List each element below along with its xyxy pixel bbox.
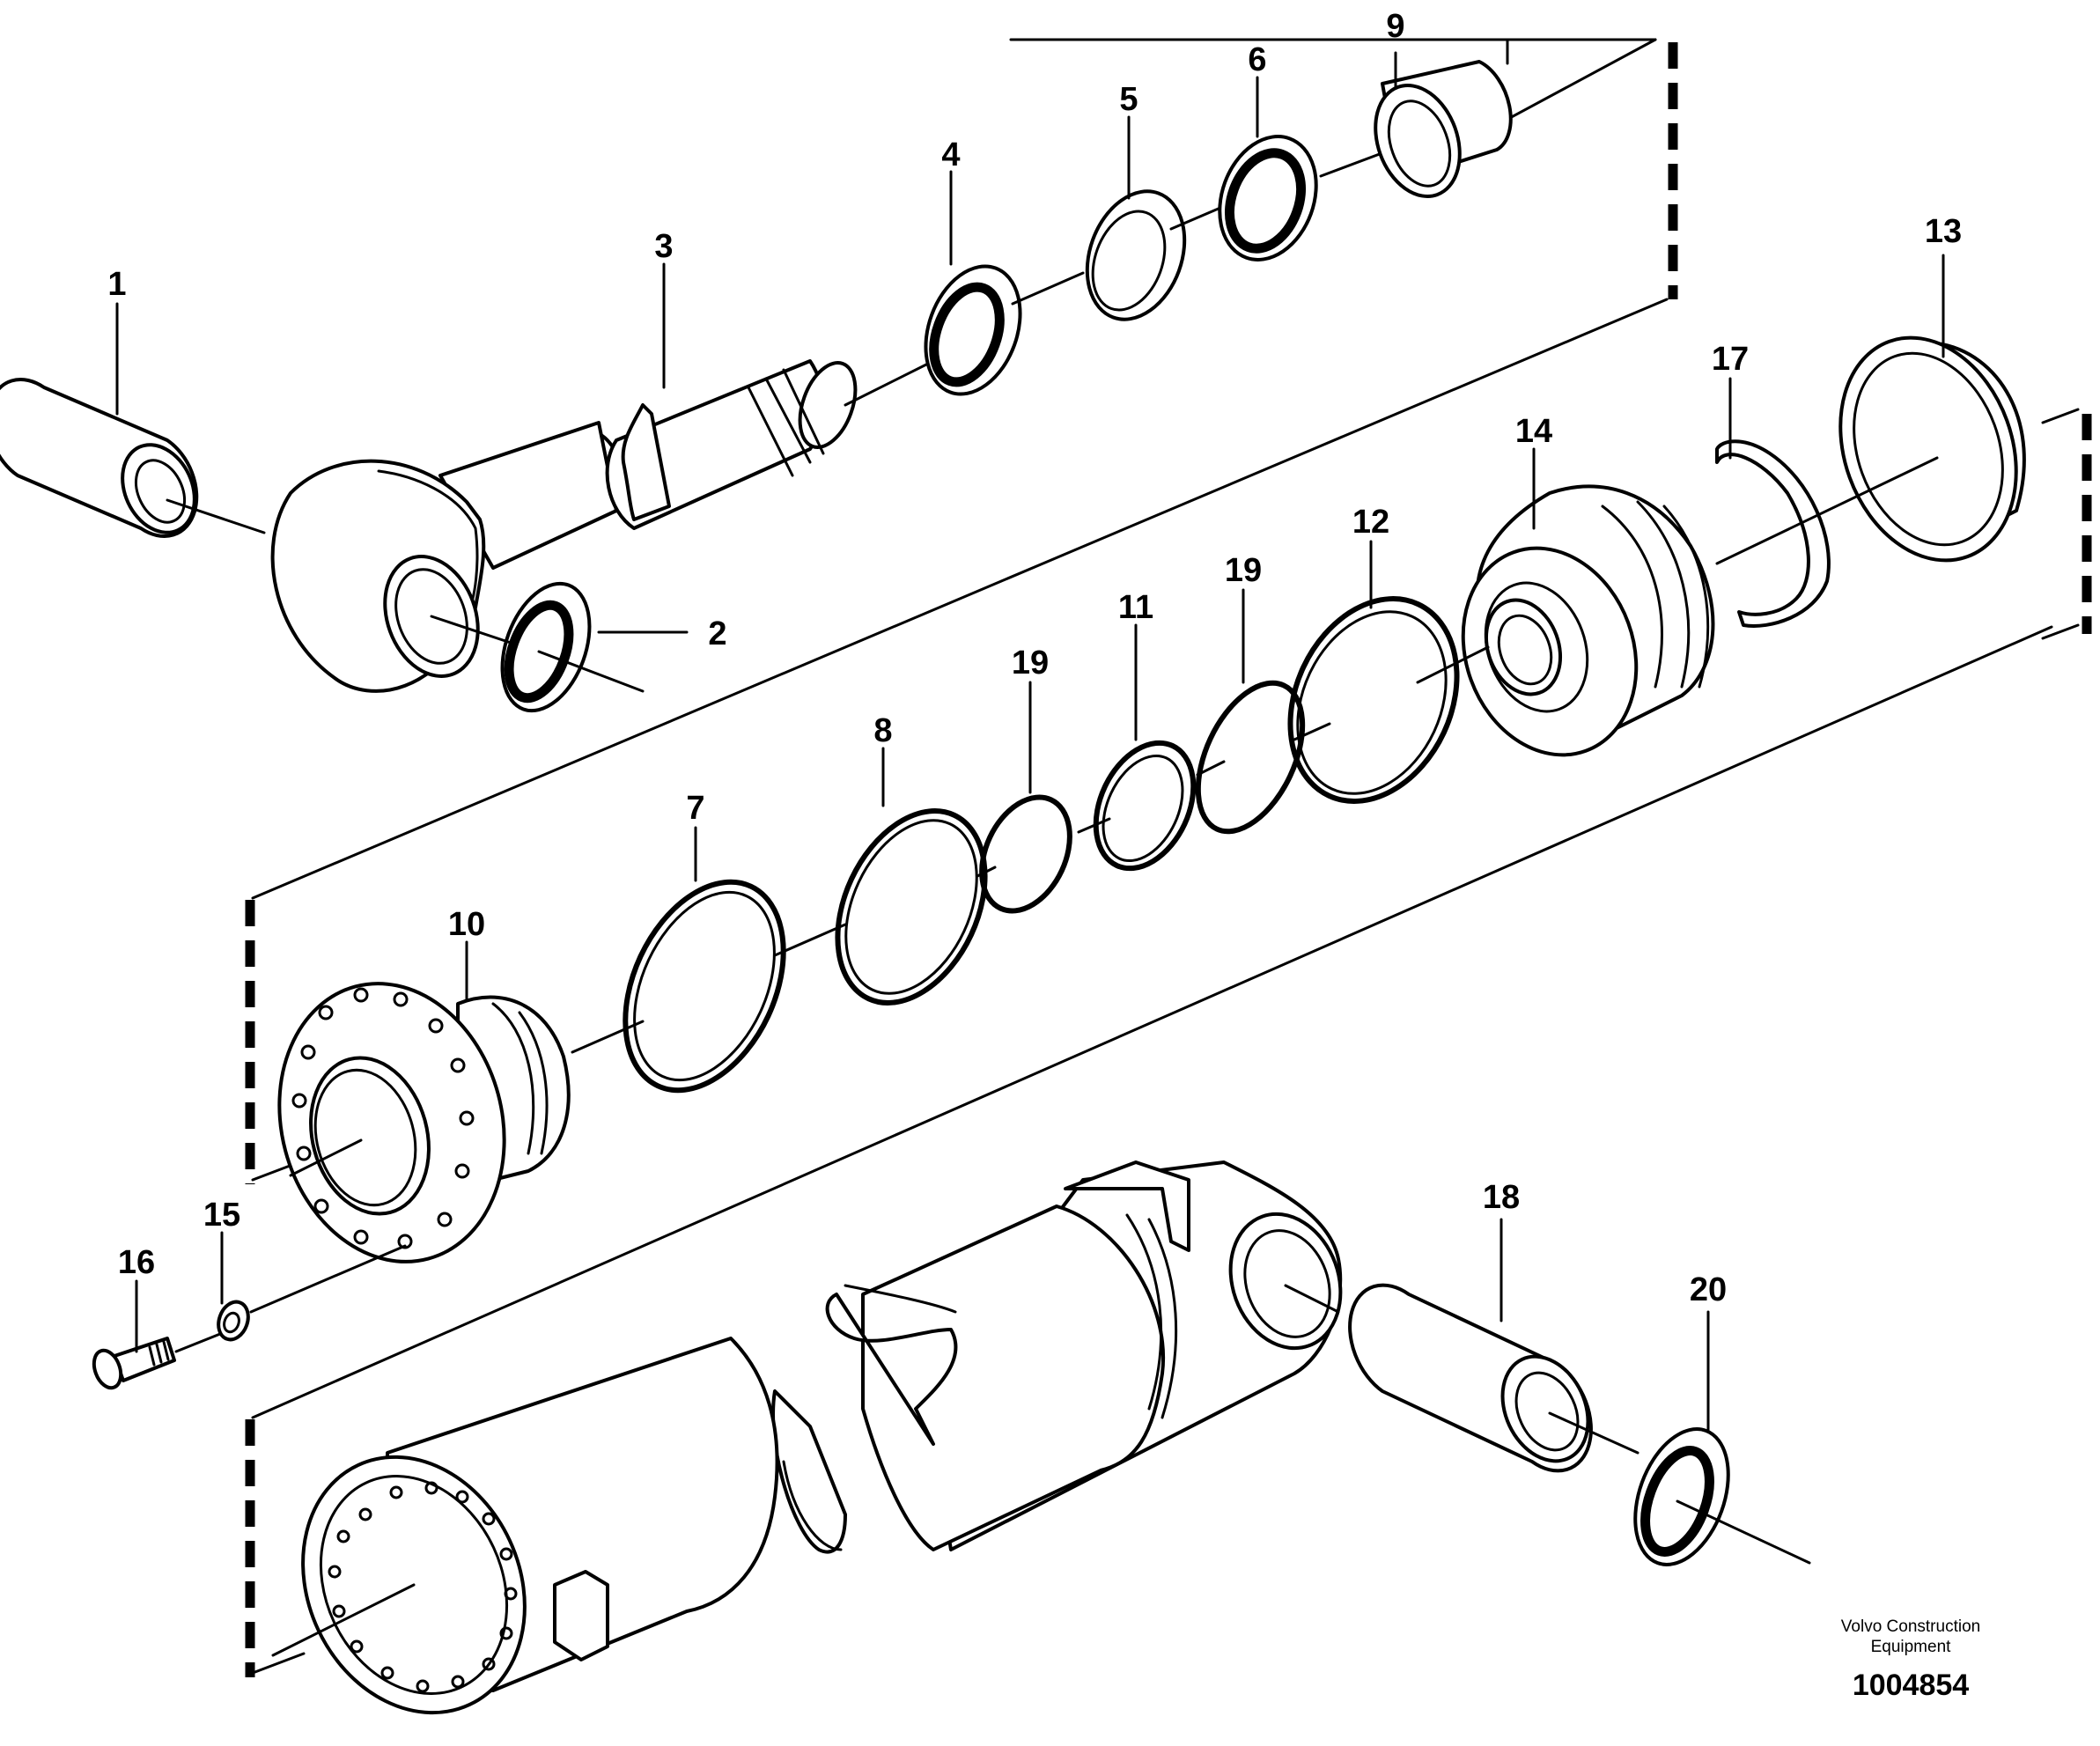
label-6: 6 (1248, 41, 1266, 78)
part-17-circlip (1715, 439, 1831, 628)
label-3: 3 (654, 228, 673, 265)
footer: Volvo Construction Equipment 1004854 (1841, 1617, 1980, 1702)
label-20: 20 (1690, 1271, 1727, 1308)
part-18-bushing (1348, 1283, 1639, 1473)
tube-bolt-holes (328, 1481, 518, 1693)
label-19-right: 19 (1225, 552, 1262, 589)
bolt-holes (291, 987, 475, 1249)
part-14-piston (1461, 484, 1715, 757)
part-7-ring (623, 879, 786, 1094)
part-labels: 1 2 3 4 5 6 7 8 9 10 11 12 13 14 15 16 1… (107, 8, 1962, 1308)
label-5: 5 (1119, 81, 1138, 118)
label-8: 8 (873, 712, 892, 749)
part-20-seal (1633, 1427, 1811, 1566)
part-8-ring (835, 808, 988, 1006)
company-name-line1: Volvo Construction (1841, 1617, 1980, 1636)
label-18: 18 (1483, 1179, 1520, 1216)
label-4: 4 (941, 136, 960, 173)
part-9-bushing (1374, 60, 1513, 198)
label-10: 10 (448, 906, 485, 943)
label-9: 9 (1386, 8, 1404, 45)
label-11: 11 (1118, 589, 1153, 626)
part-13-ring (1838, 335, 2026, 563)
frame-outline (245, 38, 2092, 1677)
company-name-line2: Equipment (1871, 1638, 1952, 1656)
label-7: 7 (686, 790, 704, 827)
part-16-screw (92, 1332, 222, 1390)
part-19-o-ring-right (1195, 680, 1306, 835)
label-19-left: 19 (1012, 645, 1049, 681)
label-13: 13 (1925, 213, 1962, 250)
part-15-washer (217, 1300, 250, 1342)
part-2-seal (500, 581, 645, 713)
label-12: 12 (1352, 504, 1389, 541)
label-15: 15 (203, 1197, 240, 1234)
cylinder-tube (271, 1160, 1343, 1715)
label-2: 2 (708, 615, 726, 652)
part-6-seal (1218, 135, 1318, 262)
document-number: 1004854 (1853, 1669, 1969, 1702)
label-17: 17 (1712, 341, 1749, 378)
part-5-ring (1085, 189, 1187, 321)
label-16: 16 (118, 1244, 155, 1281)
part-12-ring (1287, 596, 1460, 804)
label-1: 1 (107, 266, 126, 303)
leader-lines (115, 51, 1945, 1433)
part-4-seal (924, 264, 1022, 396)
label-14: 14 (1515, 413, 1552, 450)
part-11-ring (1093, 740, 1197, 872)
part-19-o-ring-left (979, 794, 1072, 914)
piston-rod-assembly (270, 359, 935, 693)
part-1-bushing (0, 378, 266, 538)
part-10-cylinder-head (277, 982, 571, 1263)
